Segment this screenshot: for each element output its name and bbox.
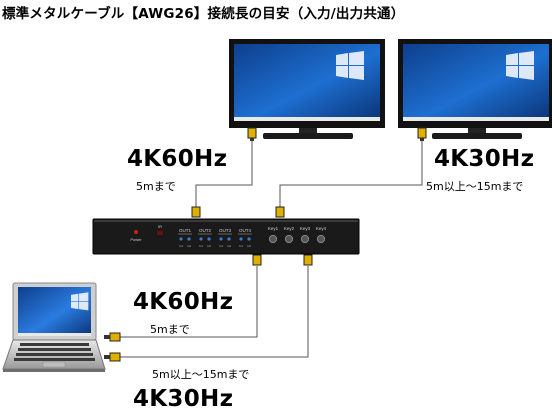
in2-rate-label: 4K30Hz [133,386,234,412]
key3-button [300,234,309,243]
laptop-screen [18,287,91,336]
out-group-3: OUT3 In1 In2 [218,228,232,248]
out2-length-label: 5m以上～15mまで [426,180,524,193]
connector-out4 [275,206,285,218]
key4-button [316,234,325,243]
in2-label: In2 [207,244,212,248]
key1-button [268,234,277,243]
in2-label: In2 [227,244,232,248]
power-label: Power [130,237,142,242]
key2-label: Key2 [284,226,295,231]
led [219,237,223,241]
diagram-title: 標準メタルケーブル【AWG26】接続長の目安（入力/出力共通） [2,6,405,22]
key3-label: Key3 [300,226,311,231]
kvm-switch-device: Power IR OUT1 In1 In2 OUT2 In1 In2 OUT3 … [92,218,360,255]
key1-label: Key1 [268,226,279,231]
windows-logo-icon [506,51,534,80]
laptop-touchpad [42,361,66,368]
in1-label: In1 [219,244,224,248]
monitor-1-stand [263,133,353,139]
cable-out2 [279,139,423,208]
power-led [134,230,138,234]
out1-label: OUT1 [179,228,191,233]
laptop-edge [3,369,105,372]
windows-logo-icon [71,292,89,311]
out3-label: OUT3 [219,228,231,233]
connector-monitor-1 [247,127,257,139]
out1-length-label: 5mまで [136,180,176,193]
in1-label: In1 [239,244,244,248]
monitor-2-taskbar [403,117,549,121]
in1-label: In1 [199,244,204,248]
out-group-4: OUT4 In1 In2 [238,228,252,248]
key-buttons: Key1 Key2 Key3 Key4 [268,226,327,243]
in2-label: In2 [247,244,252,248]
laptop-taskbar [18,333,91,336]
connector-laptop-1 [109,332,121,342]
out-group-1: OUT1 In1 In2 [178,228,192,248]
led [239,237,243,241]
out2-rate-label: 4K30Hz [434,146,535,172]
led [187,237,191,241]
windows-logo-icon [336,51,364,80]
ir-label: IR [158,224,162,229]
in1-label: In1 [179,244,184,248]
in1-rate-label: 4K60Hz [133,289,234,315]
connector-in2 [303,254,313,266]
connectors [104,127,427,362]
out-group-2: OUT2 In1 In2 [198,228,212,248]
connector-in1 [252,254,262,266]
connector-monitor-2 [417,127,427,139]
device-body [92,218,360,255]
led [207,237,211,241]
cables [118,139,423,358]
out1-rate-label: 4K60Hz [127,146,228,172]
led [247,237,251,241]
monitor-2-neck [468,128,486,134]
key2-button [284,234,293,243]
connector-out1 [191,206,201,218]
led [199,237,203,241]
led [227,237,231,241]
in1-length-label: 5mまで [150,323,190,336]
cable-in2 [118,266,309,358]
cable-in1 [118,266,258,338]
out2-label: OUT2 [199,228,211,233]
connector-laptop-2 [109,352,121,362]
monitor-2 [398,39,552,139]
monitor-2-stand [432,133,522,139]
ir-sensor [157,231,163,235]
in2-label: In2 [187,244,192,248]
monitor-1-taskbar [234,117,380,121]
key4-label: Key4 [316,226,327,231]
monitor-1-neck [299,128,317,134]
monitor-1 [229,39,385,139]
laptop [2,282,106,372]
out4-label: OUT4 [239,228,251,233]
led [179,237,183,241]
cable-out1 [195,139,253,208]
laptop-keyboard [14,343,95,361]
in2-length-label: 5m以上～15mまで [152,368,250,381]
